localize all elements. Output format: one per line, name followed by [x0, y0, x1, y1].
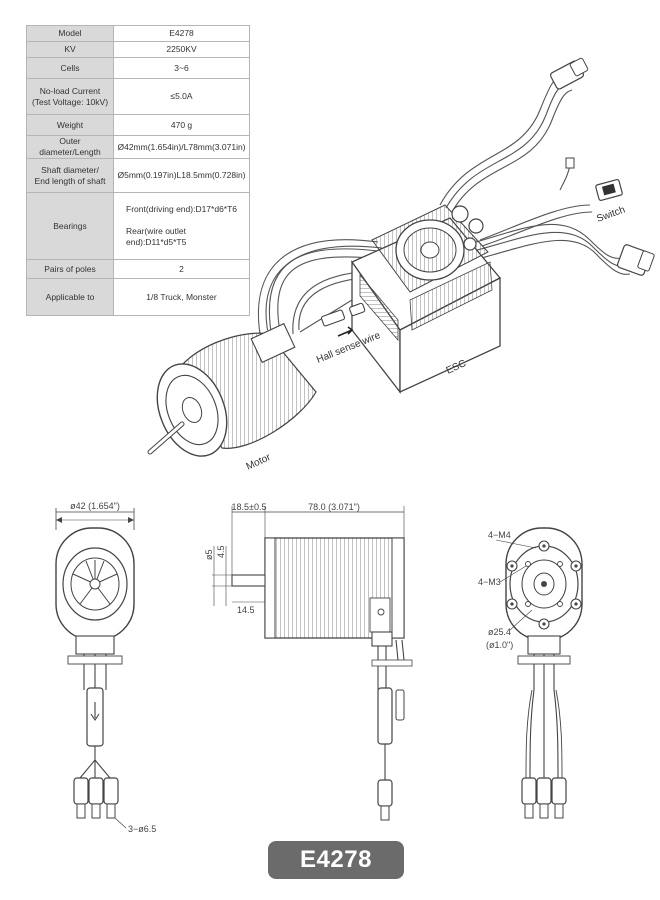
spec-label: No-load Current (Test Voltage: 10kV)	[26, 78, 114, 115]
spec-row: No-load Current (Test Voltage: 10kV) ≤5.…	[26, 78, 250, 115]
battery-plug-top	[549, 57, 589, 90]
esc-unit	[351, 204, 502, 394]
spec-label: Outer diameter/Length	[26, 135, 114, 159]
motor-side-view: 18.5±0.5 78.0 (3.071") ø5 4.5 14.5	[204, 502, 413, 821]
spec-row: Shaft diameter/ End length of shaft Ø5mm…	[26, 158, 250, 193]
dim-plug-diameter: 3−ø6.5	[128, 824, 156, 834]
spec-value: Ø5mm(0.197in)L18.5mm(0.728in)	[113, 158, 250, 193]
spec-table: Model E4278 KV 2250KV Cells 3~6 No-load …	[26, 25, 250, 316]
spec-label: Cells	[26, 57, 114, 79]
motor-iso	[147, 322, 317, 457]
bearing-front: Front(driving end):D17*d6*T6	[126, 204, 238, 214]
dim-screws-m4: 4−M4	[488, 530, 511, 540]
spec-label: Bearings	[26, 192, 114, 260]
motor-front-view: ø42 (1.654") 3−ø6.5	[55, 501, 156, 834]
spec-value: 3~6	[113, 57, 250, 79]
spec-label: Applicable to	[26, 278, 114, 316]
spec-row: Pairs of poles 2	[26, 259, 250, 279]
dim-step-b: 14.5	[237, 605, 255, 615]
spec-value: ≤5.0A	[113, 78, 250, 115]
switch-label: Switch	[595, 204, 626, 224]
dim-step-a: 4.5	[216, 545, 226, 558]
spec-row: Outer diameter/Length Ø42mm(1.654in)/L78…	[26, 135, 250, 159]
spec-row: Bearings Front(driving end):D17*d6*T6 Re…	[26, 192, 250, 260]
bearing-rear: Rear(wire outlet end):D11*d5*T5	[126, 226, 187, 247]
spec-row: Cells 3~6	[26, 57, 250, 79]
battery-plug-bottom	[616, 244, 655, 276]
dim-bolt-circle-in: (ø1.0")	[486, 640, 513, 650]
spec-row: Model E4278	[26, 25, 250, 42]
spec-value: 1/8 Truck, Monster	[113, 278, 250, 316]
spec-value: Front(driving end):D17*d6*T6 Rear(wire o…	[113, 192, 250, 260]
dim-shaft-dia: ø5	[204, 549, 214, 560]
dim-front-diameter: ø42 (1.654")	[70, 501, 120, 511]
dim-bolt-circle: ø25.4	[488, 627, 511, 637]
spec-label: Model	[26, 25, 114, 42]
spec-label: Pairs of poles	[26, 259, 114, 279]
spec-row: Weight 470 g	[26, 114, 250, 136]
motor-rear-view: 4−M4 4−M3 ø25.4 (ø1.0")	[478, 527, 583, 819]
spec-value: Ø42mm(1.654in)/L78mm(3.071in)	[113, 135, 250, 159]
spec-value: E4278	[113, 25, 250, 42]
switch	[565, 157, 623, 201]
dim-shaft-end: 18.5±0.5	[232, 502, 267, 512]
motor-label: Motor	[245, 452, 273, 473]
model-banner: E4278	[268, 841, 404, 879]
hall-sensor-connector	[299, 299, 366, 337]
dim-screws-m3: 4−M3	[478, 577, 501, 587]
spec-label: Shaft diameter/ End length of shaft	[26, 158, 114, 193]
spec-label: Weight	[26, 114, 114, 136]
dim-body-length: 78.0 (3.071")	[308, 502, 360, 512]
spec-value: 470 g	[113, 114, 250, 136]
spec-row: Applicable to 1/8 Truck, Monster	[26, 278, 250, 316]
